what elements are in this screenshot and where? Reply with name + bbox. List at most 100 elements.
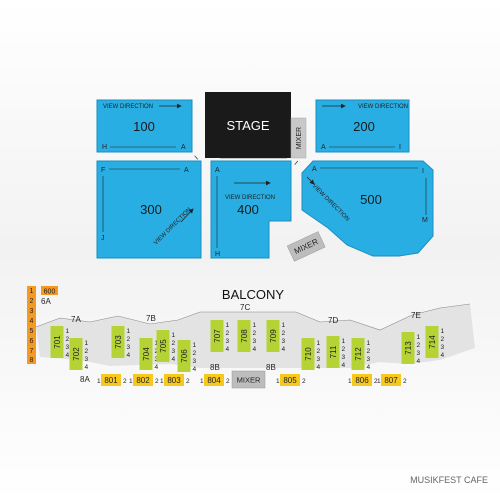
seat-number: 2 [282, 330, 286, 337]
row-a-200: A [321, 144, 326, 151]
section-label: 807 [384, 376, 398, 385]
section-block [352, 374, 372, 386]
row-label-7d: 7D [328, 316, 338, 325]
seat-number: 4 [282, 346, 286, 353]
section-200[interactable]: 200 VIEW DIRECTION A I [315, 99, 410, 153]
seat-number: 3 [127, 344, 131, 351]
section-100[interactable]: 100 VIEW DIRECTION H A [96, 99, 193, 153]
seat-number: 2 [226, 330, 230, 337]
section-label: 708 [240, 329, 249, 343]
view-direction-200: VIEW DIRECTION [358, 104, 408, 110]
section-label: 709 [269, 329, 278, 343]
section-100-label: 100 [133, 119, 155, 134]
section-block [139, 338, 153, 370]
seat-number: 1 [160, 378, 164, 385]
seat-number: 4 [172, 356, 176, 363]
section-label: 711 [329, 345, 338, 358]
seat-number: 4 [85, 364, 89, 371]
seat-number: 4 [367, 364, 371, 371]
view-direction-100: VIEW DIRECTION [103, 104, 153, 110]
seat-number: 2 [193, 350, 197, 357]
seat-number: 1 [253, 322, 257, 329]
row-label-7e: 7E [411, 311, 421, 320]
row-j-300: J [101, 235, 105, 242]
view-arrow-300 [180, 208, 194, 223]
seat-number: 2 [66, 336, 70, 343]
seat-number: 4 [127, 352, 131, 359]
seat-number: 1 [317, 340, 321, 347]
section-block [237, 320, 251, 352]
side-marker-right: I [293, 160, 299, 167]
row-a-300: A [184, 167, 189, 174]
section-block [280, 374, 300, 386]
section-300[interactable]: 300 F A J VIEW DIRECTION [96, 160, 202, 259]
section-label: 702 [72, 347, 81, 361]
row-label-7c: 7C [240, 303, 250, 312]
seat-number: 2 [374, 378, 378, 385]
section-block [381, 374, 401, 386]
row-label-8a: 8A [80, 375, 90, 384]
section-block [301, 338, 315, 370]
section-400[interactable]: 400 VIEW DIRECTION A H [210, 160, 292, 259]
seat-number: 1 [85, 340, 89, 347]
mixer-top-label: MIXER [296, 127, 303, 149]
mixer-top: MIXER [290, 117, 307, 159]
row-h-400: H [215, 251, 220, 258]
section-500-label: 500 [360, 192, 382, 207]
seat-number: 4 [342, 362, 346, 369]
section-block [133, 374, 153, 386]
seat-number: 4 [417, 358, 421, 365]
section-block [210, 320, 224, 352]
seat-number: 2 [127, 336, 131, 343]
seat-number: 3 [85, 356, 89, 363]
seat-number: 3 [226, 338, 230, 345]
seat-number: 1 [377, 378, 381, 385]
section-block [101, 374, 121, 386]
section-block [50, 326, 64, 358]
section-label: 714 [428, 335, 437, 349]
section-600[interactable]: 600 [41, 286, 58, 296]
seat-number: 3 [193, 358, 197, 365]
row-a-100: A [181, 144, 186, 151]
seat-number: 1 [348, 378, 352, 385]
section-500[interactable]: 500 A I M VIEW DIRECTION [301, 160, 434, 257]
seat-number: 4 [155, 364, 159, 371]
section-400-label: 400 [237, 202, 259, 217]
seat-number: 4 [253, 346, 257, 353]
seat-number: 3 [253, 338, 257, 345]
seat-number: 1 [127, 328, 131, 335]
seat-number: 4 [66, 352, 70, 359]
seat-number: 1 [172, 332, 176, 339]
section-600-label: 600 [44, 289, 56, 296]
section-block [266, 320, 280, 352]
seat-number: 3 [66, 344, 70, 351]
balcony-row-markers: 1 2 3 4 5 6 7 8 [27, 286, 36, 364]
seat-number: 2 [317, 348, 321, 355]
row-num-6: 6 [30, 338, 34, 345]
section-label: 806 [355, 376, 369, 385]
seat-number: 3 [441, 344, 445, 351]
seat-number: 2 [123, 378, 127, 385]
